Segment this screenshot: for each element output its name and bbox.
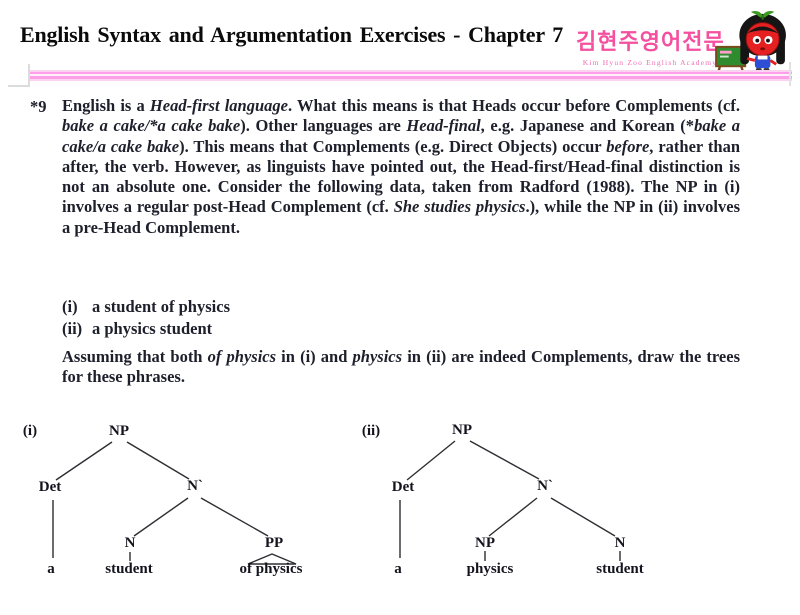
tree-ii-node-n: N: [614, 535, 626, 551]
tree-ii-node-nbar: N`: [537, 478, 553, 494]
right-edge-mark: [789, 62, 791, 86]
tree-branch-lines: [52, 440, 621, 565]
academy-logo-korean: 김현주영어전문: [576, 30, 725, 55]
example-label: (i): [62, 297, 78, 316]
exercise-number: *9: [30, 97, 47, 116]
tree-i-node-pp: PP: [264, 535, 284, 551]
instruction-paragraph: Assuming that both of physics in (i) and…: [62, 347, 740, 387]
academy-logo: 김현주영어전문 Kim Hyun Zoo English Academy: [576, 24, 724, 67]
pink-divider: [30, 70, 792, 81]
example-item-ii: (ii) a physics student: [62, 318, 230, 340]
tree-i-node-root: NP: [109, 423, 129, 439]
example-text: a physics student: [92, 319, 213, 338]
tree-ii-node-root: NP: [452, 422, 472, 438]
leaf-icon: [751, 11, 763, 18]
tree-i-terminal-comp: of physics: [239, 561, 303, 577]
example-label: (ii): [62, 319, 83, 338]
tree-i-node-nbar: N`: [187, 478, 203, 494]
tree-ii-node-det: Det: [391, 479, 415, 495]
mascot-illustration: [715, 11, 786, 74]
tree-ii-node-np: NP: [475, 535, 495, 551]
exercise-paragraph: English is a Head-first language. What t…: [62, 96, 740, 237]
tree-i-terminal-head: student: [105, 561, 153, 577]
example-list: (i) a student of physics (ii) a physics st…: [62, 296, 230, 340]
tree-ii-label: (ii): [361, 423, 381, 439]
example-item-i: (i) a student of physics: [62, 296, 230, 318]
tree-ii-terminal-head: student: [596, 561, 644, 577]
example-text: a student of physics: [92, 297, 230, 316]
tree-ii-terminal-a: a: [394, 561, 402, 577]
tree-i-terminal-a: a: [47, 561, 55, 577]
tree-i-node-n: N: [124, 535, 136, 551]
page-title: English Syntax and Argumentation Exercis…: [20, 22, 564, 47]
tree-i-label: (i): [22, 423, 38, 439]
tree-i-node-det: Det: [38, 479, 62, 495]
corner-mark: [8, 64, 30, 87]
tree-ii-terminal-comp: physics: [466, 561, 514, 577]
academy-logo-english: Kim Hyun Zoo English Academy: [582, 58, 718, 67]
